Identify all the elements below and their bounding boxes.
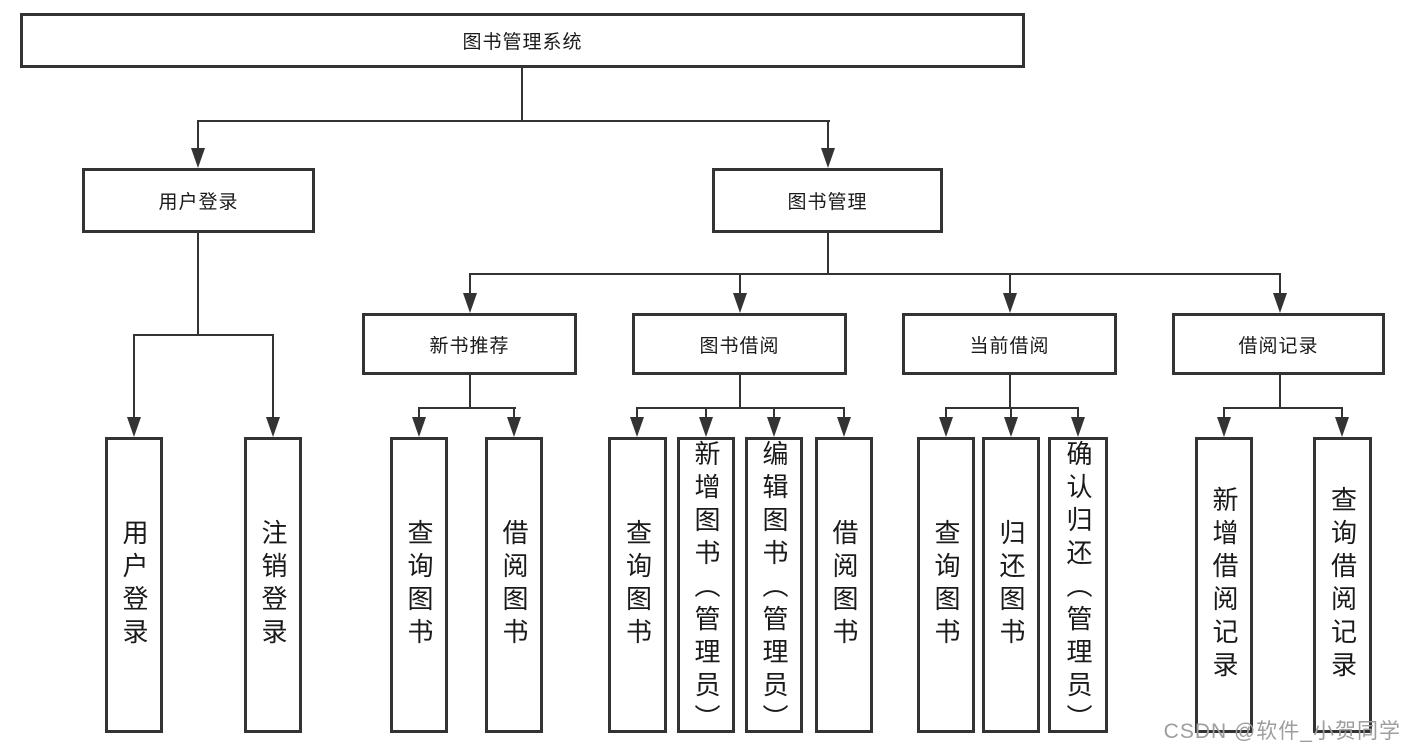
arrowhead-icon [191, 148, 205, 168]
node-root: 图书管理系统 [20, 13, 1025, 68]
connector-to-mgmt [827, 120, 829, 158]
connector-to-section4 [1279, 273, 1281, 298]
connector-login-trunk [197, 233, 199, 336]
arrowhead-icon [767, 417, 781, 437]
connector-section1-branch [418, 407, 516, 409]
connector-to-s2c2 [705, 407, 707, 421]
connector-to-s4c1 [1223, 407, 1225, 421]
connector-to-login-child2 [272, 334, 274, 426]
arrowhead-icon [630, 417, 644, 437]
node-query-books-3: 查询图书 [917, 437, 975, 733]
connector-root-trunk [521, 68, 523, 122]
arrowhead-icon [1217, 417, 1231, 437]
node-user-login: 用户登录 [82, 168, 315, 233]
arrowhead-icon [463, 293, 477, 313]
connector-to-section3 [1009, 273, 1011, 298]
node-new-book-recommend: 新书推荐 [362, 313, 577, 375]
arrowhead-icon [837, 417, 851, 437]
arrowhead-icon [1335, 417, 1349, 437]
arrowhead-icon [699, 417, 713, 437]
node-logout-action: 注销登录 [244, 437, 302, 733]
node-book-borrow: 图书借阅 [632, 313, 847, 375]
node-confirm-return-admin: 确认归还（管理员） [1048, 437, 1108, 737]
connector-to-s1c1 [418, 407, 420, 421]
connector-to-section2 [739, 273, 741, 298]
connector-level2-branch [197, 120, 830, 122]
arrowhead-icon [1003, 293, 1017, 313]
connector-section2-branch [636, 407, 845, 409]
arrowhead-icon [507, 417, 521, 437]
connector-to-s4c2 [1341, 407, 1343, 421]
arrowhead-icon [266, 417, 280, 437]
node-edit-books-admin: 编辑图书（管理员） [745, 437, 803, 737]
node-user-login-action: 用户登录 [105, 437, 163, 733]
node-book-management: 图书管理 [712, 168, 943, 233]
connector-mgmt-trunk [827, 233, 829, 275]
node-add-borrow-record: 新增借阅记录 [1195, 437, 1253, 733]
connector-to-s3c2 [1010, 407, 1012, 421]
connector-to-s3c1 [945, 407, 947, 421]
node-return-books: 归还图书 [982, 437, 1040, 733]
connector-to-section1 [469, 273, 471, 298]
connector-to-s2c1 [636, 407, 638, 421]
watermark: CSDN @软件_小贺同学 [1163, 720, 1401, 743]
connector-to-s3c3 [1077, 407, 1079, 421]
connector-section4-trunk [1279, 375, 1281, 409]
node-query-books-1: 查询图书 [390, 437, 448, 733]
connector-section3-trunk [1009, 375, 1011, 409]
arrowhead-icon [821, 148, 835, 168]
arrowhead-icon [1071, 417, 1085, 437]
connector-to-s2c3 [773, 407, 775, 421]
arrowhead-icon [1004, 417, 1018, 437]
connector-section1-trunk [469, 375, 471, 409]
connector-section3-branch [945, 407, 1079, 409]
connector-section4-branch [1223, 407, 1343, 409]
node-query-books-2: 查询图书 [608, 437, 667, 733]
connector-section2-trunk [739, 375, 741, 409]
arrowhead-icon [939, 417, 953, 437]
connector-to-s1c2 [513, 407, 515, 421]
arrowhead-icon [412, 417, 426, 437]
arrowhead-icon [733, 293, 747, 313]
node-borrow-books-1: 借阅图书 [485, 437, 543, 733]
node-borrow-records: 借阅记录 [1172, 313, 1385, 375]
connector-to-login-child1 [133, 334, 135, 426]
node-query-borrow-record: 查询借阅记录 [1313, 437, 1372, 733]
arrowhead-icon [1273, 293, 1287, 313]
node-add-books-admin: 新增图书（管理员） [677, 437, 735, 737]
arrowhead-icon [127, 417, 141, 437]
connector-to-s2c4 [843, 407, 845, 421]
node-borrow-books-2: 借阅图书 [815, 437, 873, 733]
connector-login-branch [133, 334, 274, 336]
connector-level3-branch [469, 273, 1281, 275]
connector-to-login [197, 120, 199, 158]
node-current-borrow: 当前借阅 [902, 313, 1117, 375]
